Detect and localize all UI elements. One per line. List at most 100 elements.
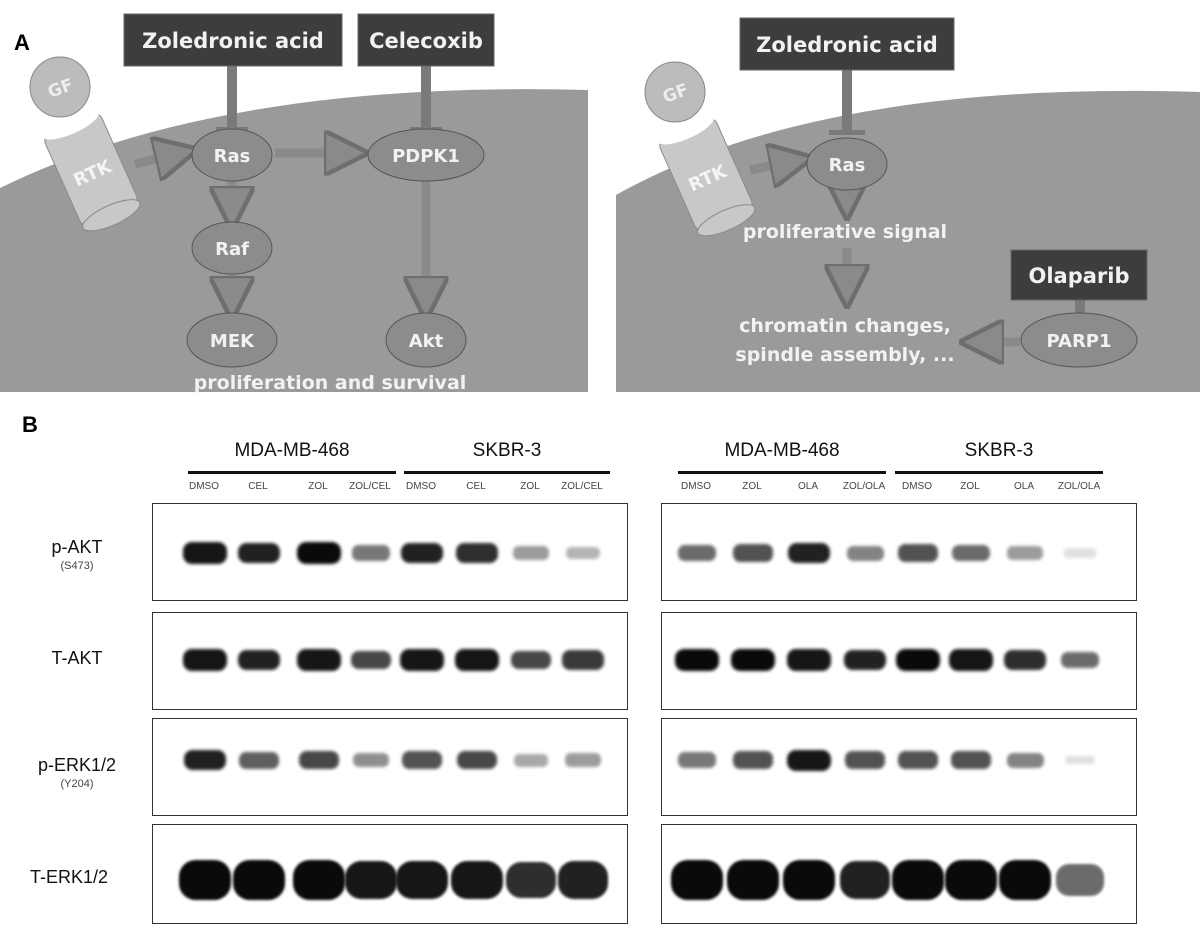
group-label-left-1: MDA-MB-468 [234, 440, 350, 461]
celecoxib-label: Celecoxib [369, 29, 483, 53]
band [183, 649, 227, 671]
band [402, 751, 442, 770]
lane-label: OLA [1013, 481, 1034, 492]
row-label-main: T-ERK1/2 [29, 867, 109, 887]
lane-label: ZOL/CEL [561, 481, 603, 492]
band [678, 752, 716, 768]
band [892, 860, 944, 900]
band [843, 649, 887, 671]
gf-ligand [29, 56, 91, 118]
band [565, 546, 601, 560]
band [562, 650, 604, 670]
group-line-right-1 [678, 471, 886, 474]
band [898, 751, 938, 770]
band [845, 751, 885, 770]
row-label-main: T-AKT [51, 648, 103, 668]
node-parp1 [1020, 312, 1138, 368]
gf-ligand [644, 61, 706, 123]
svg-text:PDPK1: PDPK1 [392, 146, 460, 167]
zoledronic-acid-box [739, 17, 955, 71]
svg-text:Raf: Raf [215, 239, 249, 260]
band [456, 750, 498, 770]
band [179, 860, 231, 900]
band [297, 542, 341, 564]
band [297, 649, 341, 671]
lane-label: DMSO [406, 481, 436, 492]
lane-label: ZOL [960, 481, 980, 492]
node-ras [806, 137, 888, 191]
band [945, 860, 997, 900]
band [1056, 864, 1104, 896]
band [949, 649, 993, 671]
svg-text:PARP1: PARP1 [1046, 331, 1111, 352]
lane-label: ZOL [308, 481, 328, 492]
band [239, 751, 279, 769]
band [951, 751, 991, 770]
arrow-rtk-ras [133, 151, 190, 164]
band [345, 860, 397, 900]
band [1064, 755, 1096, 765]
lane-label: CEL [466, 481, 486, 492]
blot-right-t-akt [661, 612, 1137, 710]
panel-b-label: B [22, 412, 38, 437]
band [677, 544, 717, 562]
lane-label: DMSO [902, 481, 932, 492]
band [237, 542, 281, 564]
band [513, 753, 549, 767]
band [455, 649, 499, 671]
blot-left-p-erk1-2 [152, 718, 628, 816]
signaling-diagram-left: Zoledronic acid Celecoxib RTK GF Ras PDP… [0, 13, 588, 394]
svg-text:Ras: Ras [214, 146, 251, 167]
band [451, 860, 503, 900]
band [727, 860, 779, 900]
blot-left-t-akt [152, 612, 628, 710]
band [557, 861, 609, 899]
svg-text:Akt: Akt [409, 331, 444, 352]
band [1007, 546, 1043, 560]
band [352, 753, 390, 768]
inhibition-stem-zol [227, 66, 237, 128]
band [298, 750, 340, 770]
band [1064, 548, 1096, 558]
lane-label: OLA [797, 481, 818, 492]
blot-right-p-akt [661, 503, 1137, 601]
band [787, 649, 831, 671]
band [513, 546, 549, 560]
band [951, 544, 991, 562]
blot-left-p-akt [152, 503, 628, 601]
node-raf [191, 221, 273, 275]
row-label-t-erk: T-ERK1/2 [4, 867, 134, 888]
row-label-main: p-ERK1/2 [37, 755, 117, 775]
band [787, 542, 831, 564]
arrow-rtk-ras [749, 159, 805, 170]
row-label-t-akt: T-AKT [12, 648, 142, 669]
olaparib-label: Olaparib [1028, 264, 1129, 288]
group-line-left-1 [188, 471, 396, 474]
rtk-receptor: RTK [41, 108, 141, 232]
zoledronic-acid-box [123, 13, 343, 67]
node-mek [186, 312, 278, 368]
band [233, 860, 285, 900]
band [898, 544, 938, 562]
svg-text:MEK: MEK [210, 331, 255, 352]
lane-label: CEL [248, 481, 268, 492]
outcome-text-left: proliferation and survival [194, 372, 467, 394]
svg-text:Ras: Ras [829, 155, 866, 176]
node-pdpk1 [367, 128, 485, 182]
group-label-left-2: SKBR-3 [472, 440, 542, 461]
rtk-receptor: RTK [656, 113, 756, 237]
lane-label: ZOL/CEL [349, 481, 391, 492]
olaparib-box [1010, 249, 1148, 301]
band [999, 860, 1051, 900]
group-label-right-1: MDA-MB-468 [724, 440, 840, 461]
lane-label: ZOL [742, 481, 762, 492]
lane-label: ZOL [520, 481, 540, 492]
inhibition-bar-zol [829, 130, 865, 135]
proliferative-signal-text: proliferative signal [743, 221, 947, 243]
band [396, 860, 448, 900]
band [293, 860, 345, 900]
group-line-left-2 [404, 471, 610, 474]
group-label-right-2: SKBR-3 [964, 440, 1034, 461]
band [787, 749, 831, 771]
band [733, 751, 773, 770]
